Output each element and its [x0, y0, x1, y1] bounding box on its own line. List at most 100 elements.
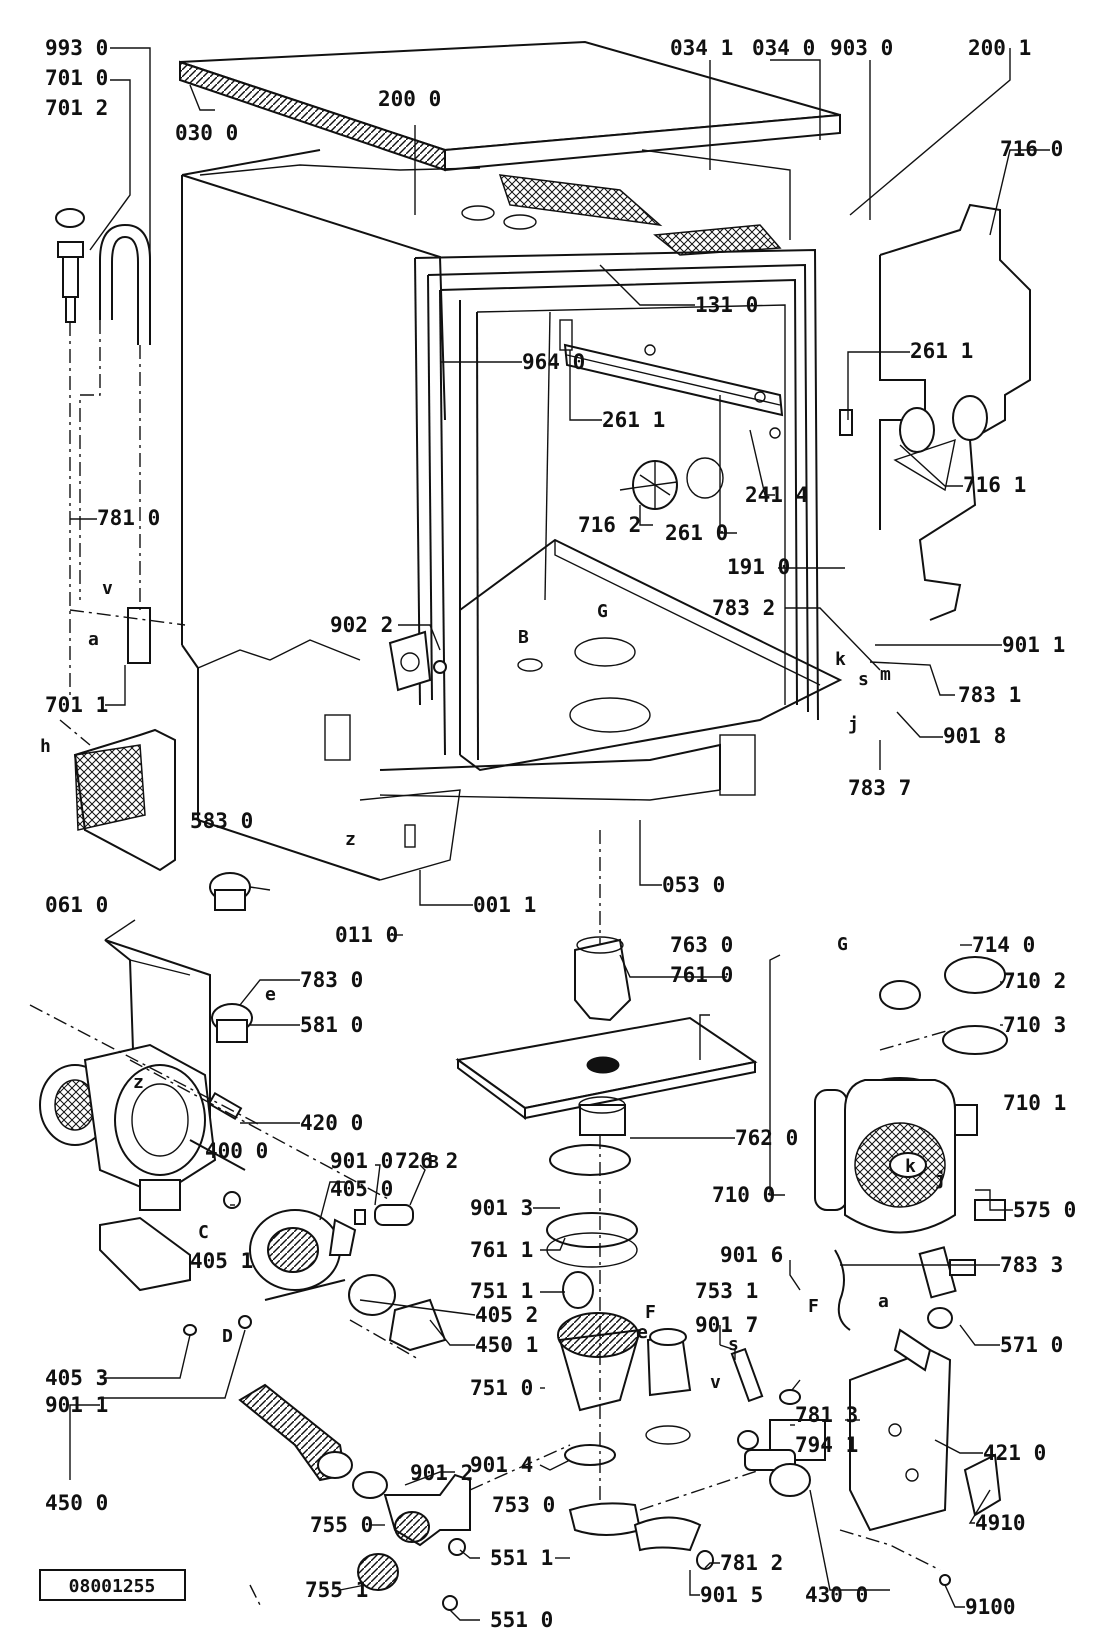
- u-hose-part: [99, 223, 151, 345]
- callout-753-1: 753 1: [695, 1279, 758, 1303]
- letter-z-upper: z: [345, 829, 356, 850]
- side-panel-part: [879, 203, 1031, 621]
- callout-753-0: 753 0: [492, 1493, 555, 1517]
- letter-v-upper: v: [102, 578, 113, 599]
- callout-761-1: 761 1: [470, 1238, 533, 1262]
- callout-781-2: 781 2: [720, 1551, 783, 1575]
- bracket-421-part: [849, 1348, 1002, 1586]
- callout-551-1: 551 1: [490, 1546, 553, 1570]
- callout-430-0: 430 0: [805, 1583, 868, 1607]
- callout-781-3: 781 3: [795, 1403, 858, 1427]
- callout-030-0: 030 0: [175, 121, 238, 145]
- callout-575-0: 575 0: [1013, 1198, 1076, 1222]
- callout-901-2: 901 2: [410, 1461, 473, 1485]
- inlet-valve-part: [737, 1419, 826, 1497]
- spray-arm-part: [619, 457, 724, 510]
- letter-D: D: [222, 1326, 233, 1347]
- callout-716-0: 716 0: [1000, 137, 1063, 161]
- callout-964-0: 964 0: [522, 350, 585, 374]
- callout-901-7: 901 7: [695, 1313, 758, 1337]
- leader-lines: [29, 47, 1050, 1621]
- callout-701-2: 701 2: [45, 96, 108, 120]
- callout-755-1: 755 1: [305, 1578, 368, 1602]
- cover-box-part: [73, 728, 176, 872]
- callout-261-0: 261 0: [665, 521, 728, 545]
- top-cover-part: [179, 40, 841, 172]
- callout-581-0: 581 0: [300, 1013, 363, 1037]
- callout-061-0: 061 0: [45, 893, 108, 917]
- drawing-layer: [39, 40, 1031, 1611]
- callout-710-2: 710 2: [1003, 969, 1066, 993]
- callout-701-0: 701 0: [45, 66, 108, 90]
- callout-450-0: 450 0: [45, 1491, 108, 1515]
- callout-710-1: 710 1: [1003, 1091, 1066, 1115]
- letter-v-lower: v: [710, 1372, 721, 1393]
- letter-G-upper: G: [597, 601, 608, 622]
- callout-450-1: 450 1: [475, 1333, 538, 1357]
- callout-794-1: 794 1: [795, 1433, 858, 1457]
- callout-4910: 4910: [975, 1511, 1026, 1535]
- callout-034-0: 034 0: [752, 36, 815, 60]
- letter-j-upper: j: [848, 714, 859, 735]
- callout-710-3: 710 3: [1003, 1013, 1066, 1037]
- letter-C: C: [198, 1222, 209, 1243]
- callout-420-0: 420 0: [300, 1111, 363, 1135]
- letter-s-upper: s: [858, 669, 869, 690]
- valve-571-part: [893, 1246, 976, 1372]
- callout-400-0: 400 0: [205, 1139, 268, 1163]
- motor-assembly: [39, 1043, 246, 1292]
- callout-571-0: 571 0: [1000, 1333, 1063, 1357]
- callout-783-7: 783 7: [848, 776, 911, 800]
- callout-9100: 9100: [965, 1595, 1016, 1619]
- callout-200-1: 200 1: [968, 36, 1031, 60]
- callout-405-2: 405 2: [475, 1303, 538, 1327]
- callout-716-1: 716 1: [963, 473, 1026, 497]
- callout-405-1: 405 1: [190, 1249, 253, 1273]
- callout-783-2: 783 2: [712, 596, 775, 620]
- callout-783-3: 783 3: [1000, 1253, 1063, 1277]
- callout-902-2: 902 2: [330, 613, 393, 637]
- callout-421-0: 421 0: [983, 1441, 1046, 1465]
- callout-763-0: 763 0: [670, 933, 733, 957]
- callout-551-0: 551 0: [490, 1608, 553, 1632]
- thermostat-parts: [209, 872, 271, 1043]
- bracket-part: [127, 607, 151, 664]
- filter-sump-parts: [455, 936, 758, 1552]
- callout-901-3: 901 3: [470, 1196, 533, 1220]
- letter-s-lower: s: [728, 1334, 739, 1355]
- callout-761-0: 761 0: [670, 963, 733, 987]
- callout-261-1-left: 261 1: [602, 408, 665, 432]
- callout-714-0: 714 0: [972, 933, 1035, 957]
- callout-405-0: 405 0: [330, 1177, 393, 1201]
- reference-code: 08001255: [69, 1576, 156, 1597]
- callout-200-0: 200 0: [378, 87, 441, 111]
- letter-a-upper: a: [88, 629, 99, 650]
- callout-901-1-upper: 901 1: [1002, 633, 1065, 657]
- callout-131-0: 131 0: [695, 293, 758, 317]
- letter-G-lower: G: [837, 934, 848, 955]
- callout-901-6: 901 6: [720, 1243, 783, 1267]
- callout-901-8: 901 8: [943, 724, 1006, 748]
- letter-m: m: [880, 664, 891, 685]
- letter-F-middle: F: [645, 1302, 656, 1323]
- callout-901-4: 901 4: [470, 1453, 533, 1477]
- callout-583-0: 583 0: [190, 809, 253, 833]
- callout-762-0: 762 0: [735, 1126, 798, 1150]
- drain-hose-part: [238, 1383, 471, 1611]
- letter-z-lower: z: [133, 1072, 144, 1093]
- callout-783-1: 783 1: [958, 683, 1021, 707]
- letter-j-lower: j: [935, 1169, 946, 1190]
- callout-716-2: 716 2: [578, 513, 641, 537]
- pump-part: [183, 1204, 447, 1352]
- callout-901-5: 901 5: [700, 1583, 763, 1607]
- callout-labels: 993 0 701 0 701 2 030 0 200 0 034 1 034 …: [45, 36, 1076, 1632]
- callout-901-1-lower: 901 1: [45, 1393, 108, 1417]
- callout-701-1: 701 1: [45, 693, 108, 717]
- letter-h: h: [40, 736, 51, 757]
- water-softener-part: [814, 956, 1008, 1331]
- callout-903-0: 903 0: [830, 36, 893, 60]
- valve-part: [55, 208, 85, 323]
- callout-191-0: 191 0: [727, 555, 790, 579]
- rail-part: [559, 319, 853, 439]
